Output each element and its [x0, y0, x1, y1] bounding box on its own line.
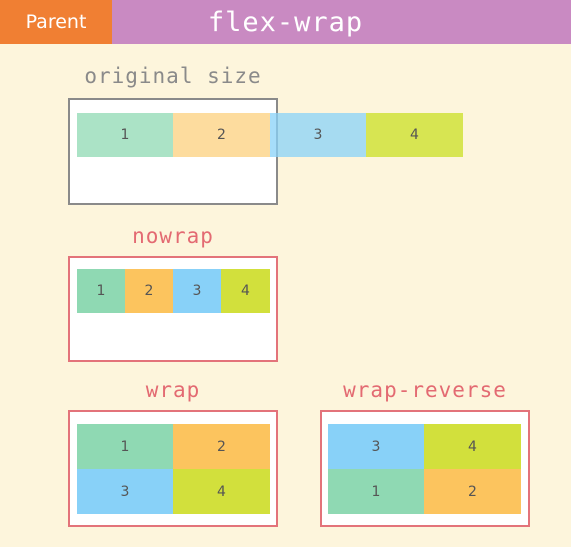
flex-item-1: 1 [77, 269, 125, 313]
flex-item-3: 3 [328, 424, 424, 469]
flex-item-2: 2 [173, 424, 270, 469]
flex-item-3: 3 [77, 469, 173, 514]
flex-item-2: 2 [125, 269, 173, 313]
label-original-size: original size [84, 64, 262, 88]
label-wrap-reverse: wrap-reverse [343, 378, 507, 402]
flex-item-1: 1 [77, 113, 173, 157]
flex-item-4: 4 [221, 269, 270, 313]
flex-item-4: 4 [424, 424, 521, 469]
flex-item-2: 2 [424, 469, 521, 514]
diagram-title: flex-wrap [207, 6, 364, 38]
flex-item-3: 3 [270, 113, 366, 157]
label-nowrap: nowrap [132, 224, 214, 248]
flex-item-1: 1 [77, 424, 173, 469]
flex-item-3: 3 [173, 269, 221, 313]
flex-item-4: 4 [366, 113, 463, 157]
flex-item-1: 1 [328, 469, 424, 514]
flex-item-4: 4 [173, 469, 270, 514]
label-wrap: wrap [145, 378, 201, 402]
parent-tag: Parent [0, 0, 112, 44]
flex-item-2: 2 [173, 113, 270, 157]
